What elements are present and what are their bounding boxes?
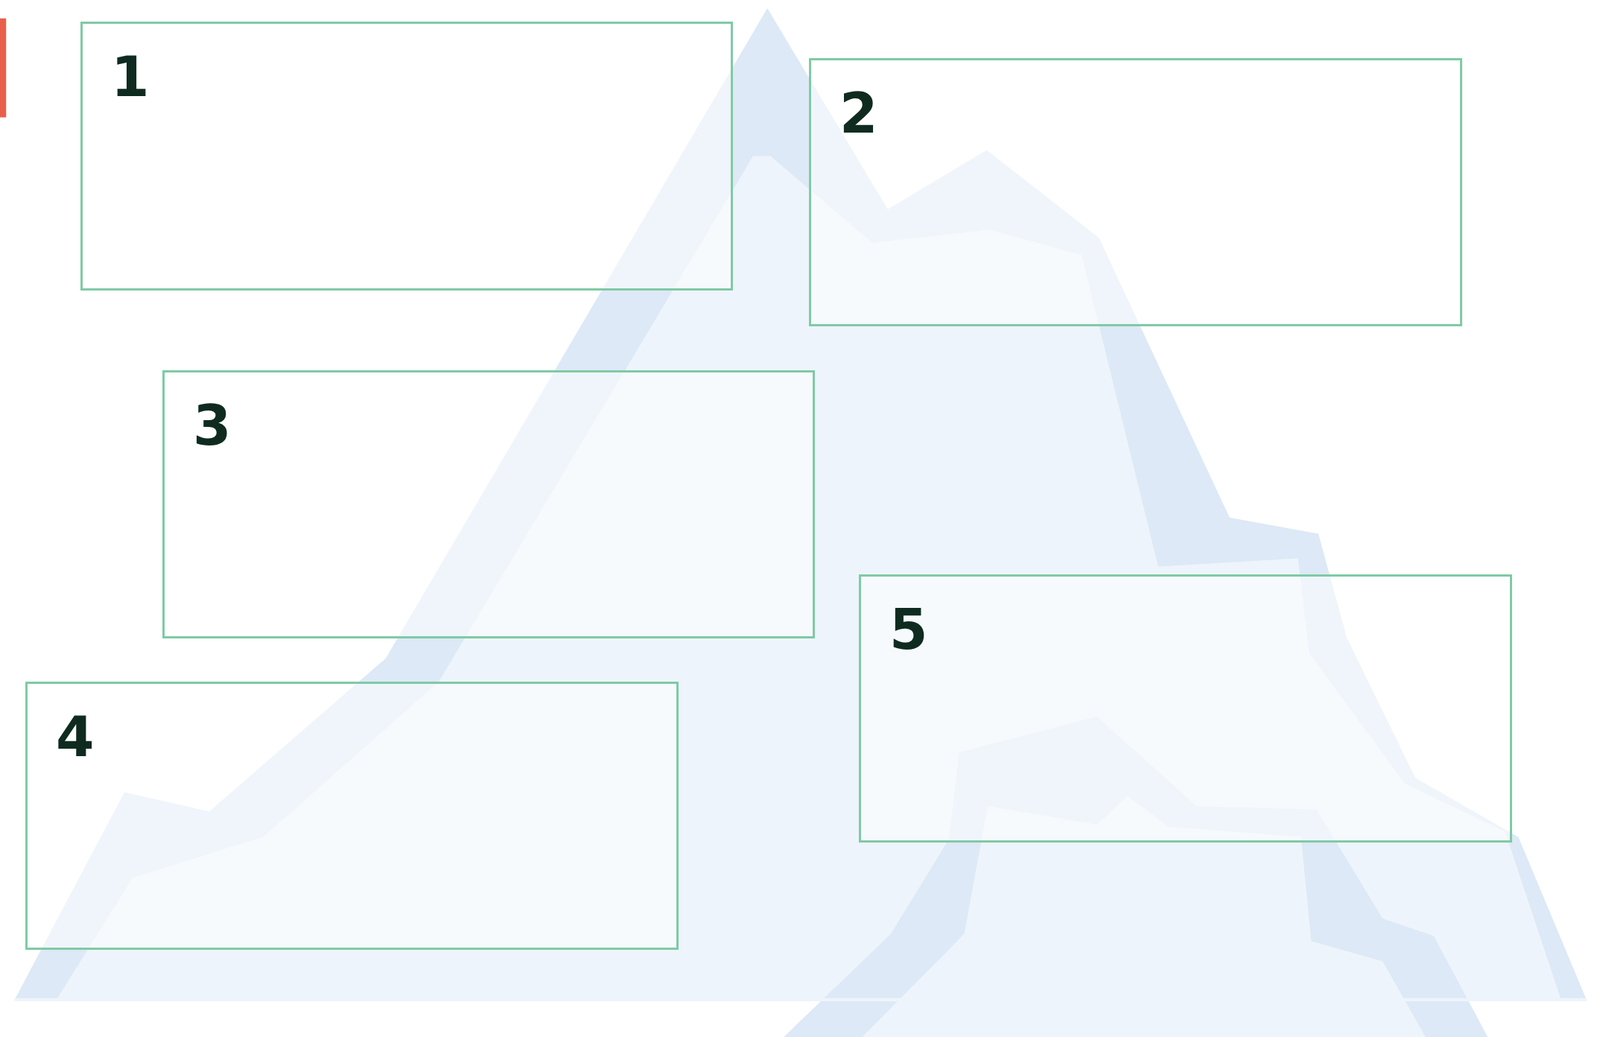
callout-box: 5	[858, 574, 1513, 843]
callout-box: 4	[25, 681, 679, 950]
callout-box: 3	[162, 370, 815, 639]
callout-box: 1	[80, 21, 733, 291]
callout-number: 2	[839, 85, 879, 141]
accent-bar	[0, 18, 6, 118]
callout-number: 1	[110, 49, 150, 105]
callout-box: 2	[808, 58, 1463, 327]
iceberg-outline	[14, 8, 1587, 1001]
waterline	[14, 998, 1587, 1002]
callout-number: 5	[889, 601, 929, 657]
callout-number: 4	[55, 709, 95, 765]
callout-number: 3	[192, 397, 232, 453]
